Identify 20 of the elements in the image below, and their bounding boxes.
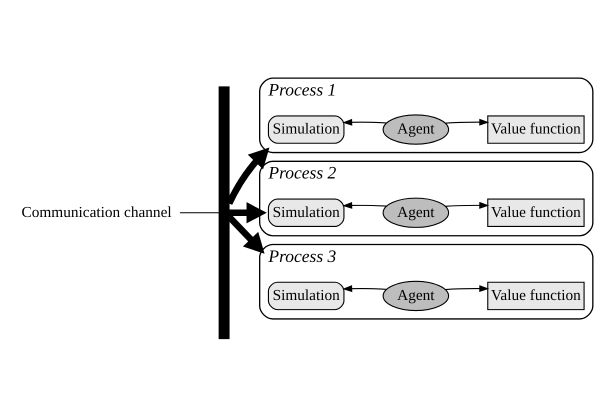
node-box: Value function (487, 198, 585, 227)
node-ellipse: Agent (382, 114, 450, 145)
node-box: Simulation (268, 115, 344, 144)
node-box: Simulation (268, 198, 344, 227)
connector (180, 212, 220, 214)
arrow (445, 285, 490, 292)
arrow (229, 202, 267, 224)
node-ellipse: Agent (382, 198, 450, 228)
node-ellipse: Agent (382, 280, 450, 312)
node-box: Value function (487, 282, 585, 310)
arrow (342, 118, 387, 126)
arrow (342, 202, 387, 209)
arrow (226, 214, 265, 254)
node-text: Communication channel (22, 204, 172, 221)
node-box: Simulation (268, 282, 344, 310)
arrow (445, 118, 490, 126)
node-bar (218, 86, 230, 340)
arrow (445, 202, 490, 209)
node-box: Value function (487, 115, 585, 144)
arrow (342, 285, 387, 292)
